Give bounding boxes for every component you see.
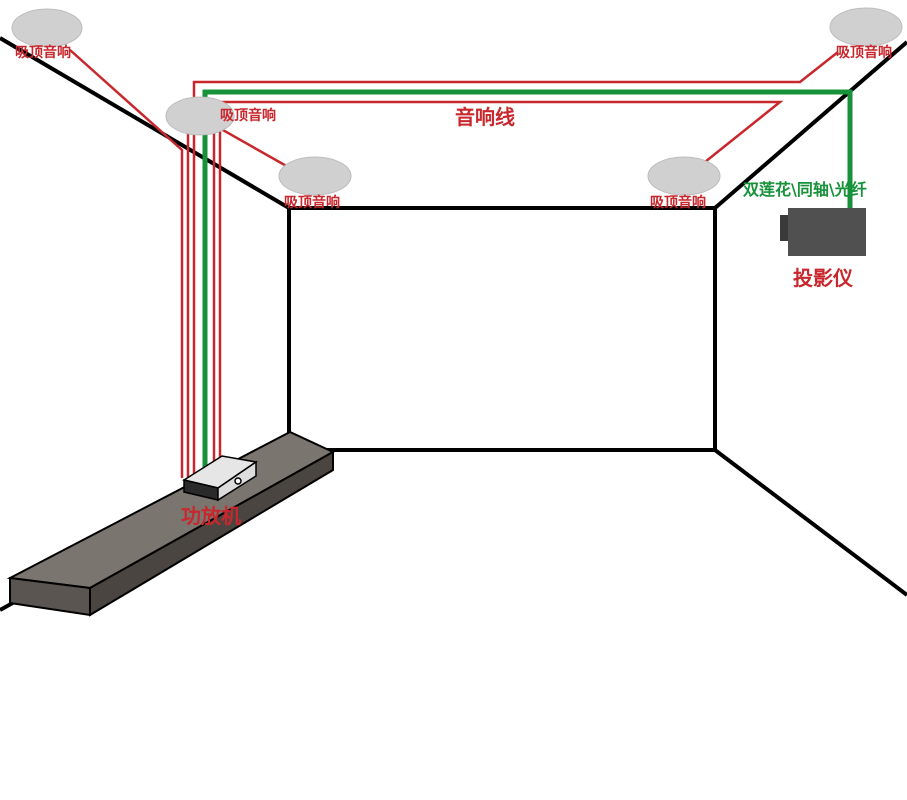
speaker-top-left: [11, 8, 83, 48]
speaker-front-right: [647, 156, 721, 196]
ceiling-edge-right: [713, 40, 907, 210]
amplifier: [182, 455, 258, 502]
label-speaker-top-right: 吸顶音响: [836, 44, 892, 61]
wire-to-top-right-speaker: [192, 51, 839, 478]
wire-to-top-left-speaker: [69, 49, 184, 478]
speaker-wires: [69, 49, 839, 478]
video-wire: [202, 89, 853, 478]
speaker-mid-left: [165, 96, 235, 136]
label-video-cable: 双莲花\同轴\光纤: [743, 180, 867, 199]
projector: [780, 208, 866, 256]
label-speaker-cable: 音响线: [455, 105, 515, 129]
ceiling-edge-left: [0, 36, 291, 210]
label-speaker-mid-left: 吸顶音响: [220, 107, 276, 124]
speaker-top-right: [829, 7, 903, 47]
label-speaker-front-right: 吸顶音响: [650, 194, 706, 211]
label-amplifier: 功放机: [181, 504, 241, 528]
tv-cabinet: [6, 430, 336, 617]
label-speaker-front-left: 吸顶音响: [284, 194, 340, 211]
speaker-front-left: [278, 156, 352, 196]
cabinet-side: [89, 450, 334, 617]
floor-edge-right: [713, 448, 907, 597]
wire-to-front-left-speaker: [212, 122, 291, 478]
wire-to-front-right-speaker: [218, 100, 784, 478]
projector-body: [788, 208, 866, 256]
label-projector: 投影仪: [793, 266, 854, 290]
back-wall: [287, 206, 717, 452]
amplifier-knob: [234, 477, 242, 485]
ceiling-speakers: [11, 7, 903, 196]
label-speaker-top-left: 吸顶音响: [15, 44, 71, 61]
